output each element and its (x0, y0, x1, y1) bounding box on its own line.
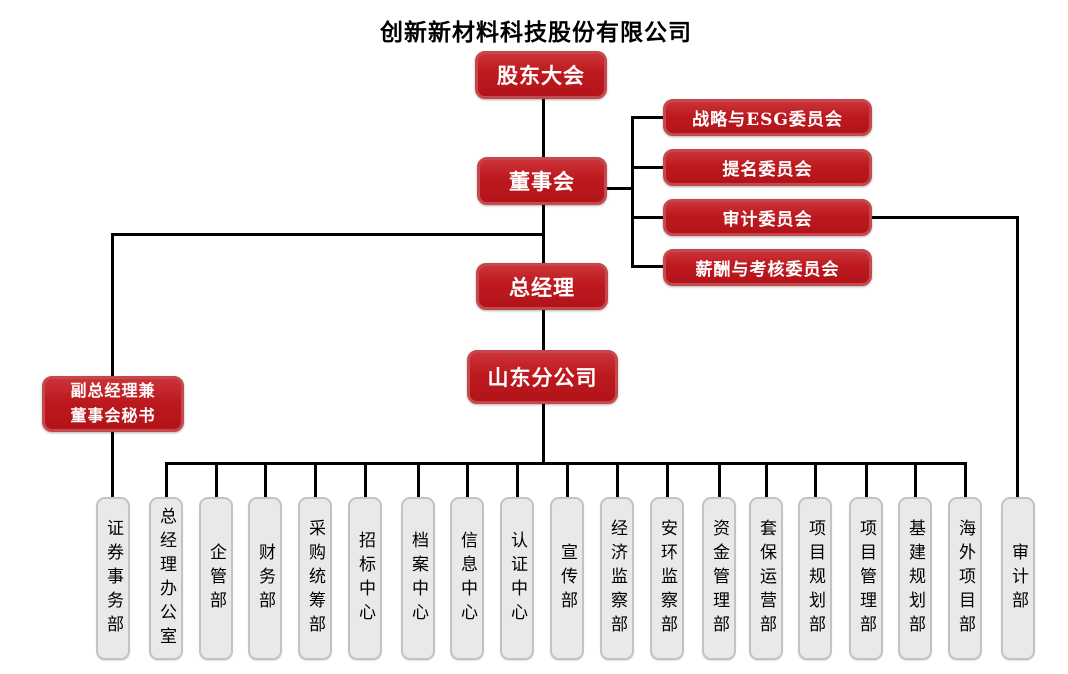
connector (631, 265, 665, 268)
dept-label: 证券事务部 (103, 518, 123, 639)
node-board-of-directors: 董事会 (477, 157, 607, 205)
dept-label: 项目管理部 (856, 518, 876, 639)
dept-audit: 审计部 (1001, 497, 1035, 660)
node-strategy-esg-committee: 战略与ESG委员会 (663, 99, 872, 136)
connector (631, 116, 634, 268)
node-label: 董事会 (509, 169, 575, 194)
dept-label: 信息中心 (457, 530, 477, 627)
dept-procurement-coordination: 采购统筹部 (298, 497, 332, 660)
deputy-label-line2: 董事会秘书 (70, 406, 156, 425)
dept-label: 招标中心 (355, 530, 375, 627)
dept-label: 安环监察部 (657, 518, 677, 639)
node-label: 战略与ESG委员会 (692, 110, 843, 130)
node-deputy-gm-board-secretary: 副总经理兼 董事会秘书 (42, 376, 184, 432)
connector (964, 462, 967, 498)
connector (314, 462, 317, 498)
dept-label: 海外项目部 (955, 518, 975, 639)
node-audit-committee: 审计委员会 (663, 199, 872, 236)
connector (631, 216, 665, 219)
dept-certification-center: 认证中心 (500, 497, 534, 660)
dept-label: 财务部 (255, 542, 275, 615)
node-label: 总经理 (509, 274, 575, 300)
node-shareholders-meeting: 股东大会 (475, 51, 607, 99)
dept-safety-env-supervision: 安环监察部 (650, 497, 684, 660)
dept-information-center: 信息中心 (450, 497, 484, 660)
node-label: 股东大会 (497, 63, 585, 88)
dept-economic-supervision: 经济监察部 (600, 497, 634, 660)
connector (111, 233, 545, 236)
dept-funds-management: 资金管理部 (702, 497, 736, 660)
connector (616, 462, 619, 498)
dept-label: 审计部 (1008, 542, 1028, 615)
connector (605, 187, 633, 190)
dept-label: 资金管理部 (709, 518, 729, 639)
dept-infrastructure-planning: 基建规划部 (898, 497, 932, 660)
dept-gm-office: 总经理办公室 (149, 497, 183, 660)
node-shandong-branch: 山东分公司 (467, 350, 618, 404)
deputy-label-line1: 副总经理兼 (70, 381, 156, 401)
dept-finance: 财务部 (248, 497, 282, 660)
connector (814, 462, 817, 498)
connector (542, 403, 545, 464)
dept-project-planning: 项目规划部 (798, 497, 832, 660)
connector (718, 462, 721, 498)
connector (165, 462, 966, 465)
node-label: 薪酬与考核委员会 (695, 260, 840, 280)
connector (165, 462, 168, 498)
connector (865, 462, 868, 498)
dept-label: 总经理办公室 (156, 506, 176, 651)
connector (466, 462, 469, 498)
dept-label: 经济监察部 (607, 518, 627, 639)
dept-project-management: 项目管理部 (849, 497, 883, 660)
connector (566, 462, 569, 498)
dept-label: 企管部 (206, 542, 226, 615)
connector (417, 462, 420, 498)
dept-bidding-center: 招标中心 (348, 497, 382, 660)
connector (542, 309, 545, 351)
connector (516, 462, 519, 498)
dept-label: 套保运营部 (756, 518, 776, 639)
connector (215, 462, 218, 498)
connector (765, 462, 768, 498)
dept-label: 认证中心 (507, 530, 527, 627)
connector (111, 430, 114, 498)
dept-archives-center: 档案中心 (401, 497, 435, 660)
dept-label: 采购统筹部 (305, 518, 325, 639)
dept-overseas-projects: 海外项目部 (948, 497, 982, 660)
node-label: 副总经理兼 董事会秘书 (70, 379, 155, 429)
connector (1016, 216, 1019, 498)
connector (666, 462, 669, 498)
node-nomination-committee: 提名委员会 (663, 149, 872, 186)
node-general-manager: 总经理 (476, 263, 608, 310)
company-title: 创新新材料科技股份有限公司 (380, 20, 692, 46)
dept-securities-affairs: 证券事务部 (96, 497, 130, 660)
connector (264, 462, 267, 498)
node-remuneration-appraisal-committee: 薪酬与考核委员会 (663, 249, 872, 286)
connector (111, 233, 114, 378)
node-label: 审计委员会 (722, 210, 813, 230)
dept-enterprise-management: 企管部 (199, 497, 233, 660)
connector (861, 216, 1019, 219)
connector (914, 462, 917, 498)
dept-label: 档案中心 (408, 530, 428, 627)
connector (631, 116, 665, 119)
dept-label: 宣传部 (557, 542, 577, 615)
dept-label: 基建规划部 (905, 518, 925, 639)
dept-label: 项目规划部 (805, 518, 825, 639)
dept-hedging-operations: 套保运营部 (749, 497, 783, 660)
node-label: 山东分公司 (487, 365, 598, 390)
connector (542, 98, 545, 158)
connector (631, 166, 665, 169)
node-label: 提名委员会 (722, 160, 813, 180)
dept-publicity: 宣传部 (550, 497, 584, 660)
connector (364, 462, 367, 498)
